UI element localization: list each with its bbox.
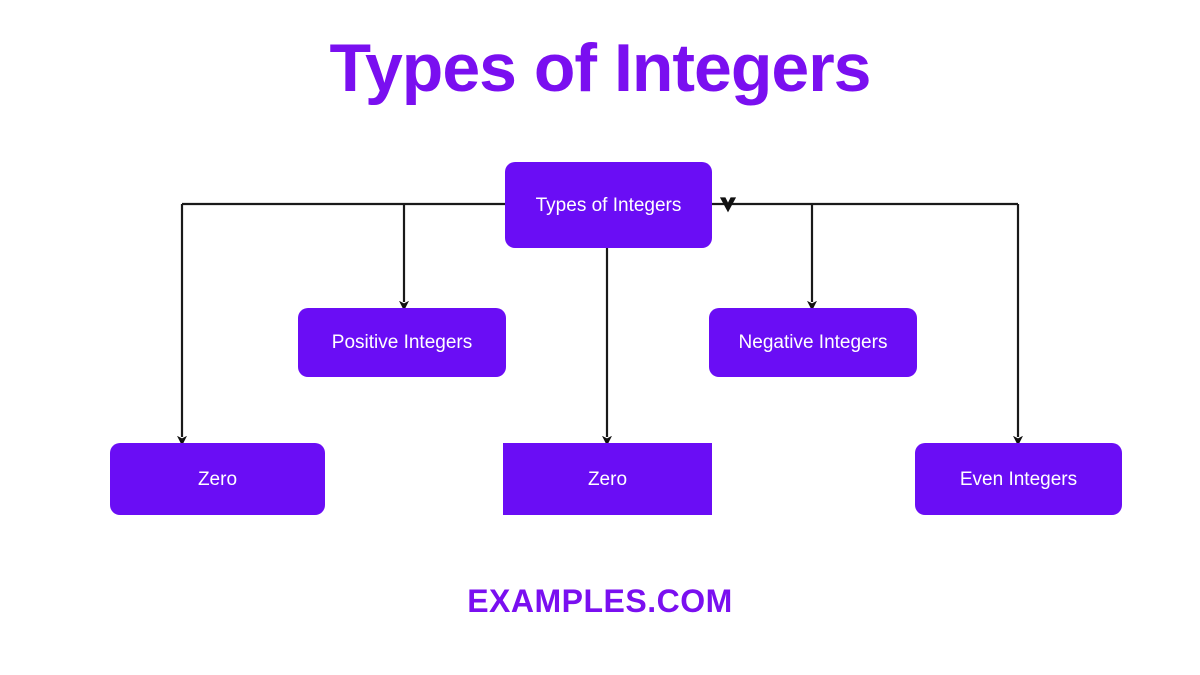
node-zero-center[interactable]: Zero [503,443,712,515]
node-types-of-integers[interactable]: Types of Integers [505,162,712,248]
watermark-examples-com: EXAMPLES.COM [467,583,733,619]
node-label: Even Integers [959,468,1078,490]
page-title: Types of Integers [329,30,872,106]
node-positive-integers[interactable]: Positive Integers [298,308,506,377]
node-zero-left[interactable]: Zero [110,443,325,515]
node-negative-integers[interactable]: Negative Integers [709,308,917,377]
node-label: Types of Integers [535,194,682,216]
node-even-integers[interactable]: Even Integers [915,443,1122,515]
node-label: Zero [587,468,628,490]
chevron-down-icon [719,197,737,213]
node-label: Negative Integers [738,332,888,353]
node-label: Zero [197,468,238,490]
node-label: Positive Integers [331,332,473,353]
